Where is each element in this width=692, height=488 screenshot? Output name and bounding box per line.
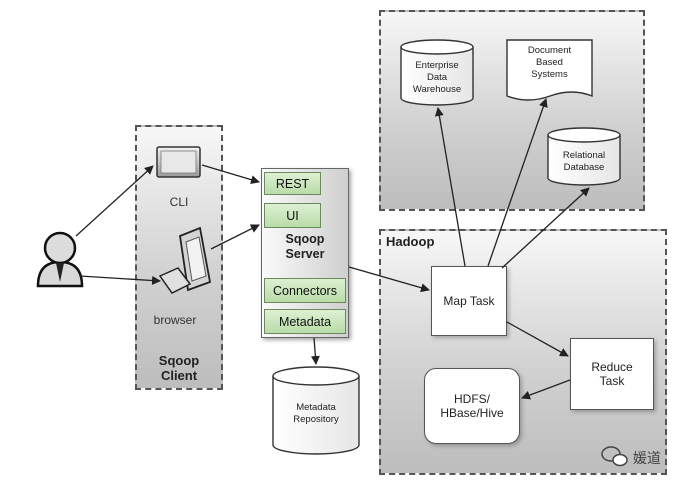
user-icon: [36, 231, 84, 288]
metadata-repository-cylinder: [272, 366, 360, 455]
document-systems-shape: [506, 39, 593, 101]
arrow-reduce-to-hdfs: [521, 379, 571, 400]
sqoop-client-label: Sqoop Client: [135, 353, 223, 383]
reduce-task-line1: Reduce: [591, 360, 633, 374]
edw-label-line3: Warehouse: [412, 84, 462, 95]
watermark-text: 媛道: [633, 450, 661, 466]
sqoop-server-title-line2: Server: [285, 247, 325, 261]
hadoop-panel-label: Hadoop: [386, 234, 435, 249]
arrow-map-to-docs: [487, 98, 548, 267]
sqoop-server-title-line1: Sqoop: [285, 232, 325, 246]
arrow-cli-to-rest: [201, 164, 260, 185]
hdfs-box: HDFS/ HBase/Hive: [424, 368, 520, 444]
ui-component: UI: [264, 203, 321, 228]
sqoop-client-label-line2: Client: [160, 368, 198, 383]
browser-computer-icon: [158, 226, 212, 294]
arrow-user-to-cli: [75, 165, 154, 237]
doc-label-line1: Document: [527, 45, 572, 56]
map-task-box: Map Task: [431, 266, 507, 336]
doc-label-line3: Systems: [531, 69, 568, 80]
edw-label: Enterprise Data Warehouse: [401, 60, 473, 96]
connectors-component: Connectors: [264, 278, 346, 303]
edw-label-line1: Enterprise: [415, 60, 459, 71]
arrow-browser-to-ui: [210, 224, 260, 250]
browser-label: browser: [153, 313, 197, 327]
connector-arrows: [75, 98, 590, 400]
rest-component: REST: [264, 172, 321, 195]
hdfs-line2: HBase/Hive: [440, 406, 504, 420]
metadata-component: Metadata: [264, 309, 346, 334]
edw-label-line2: Data: [426, 72, 448, 83]
doc-label-line2: Based: [536, 57, 563, 68]
wechat-icon: [601, 446, 628, 467]
arrow-server-to-repository: [310, 337, 320, 365]
arrow-user-to-browser: [79, 275, 161, 285]
rdb-cylinder: [547, 127, 621, 186]
metadata-repository-label: Metadata Repository: [273, 402, 359, 426]
reduce-task-line2: Task: [599, 374, 625, 388]
edw-cylinder: [400, 39, 474, 106]
arrow-server-to-map-task: [348, 266, 430, 293]
rdb-label-line1: Relational: [562, 150, 606, 161]
hdfs-line1: HDFS/: [454, 392, 490, 406]
repo-label-line2: Repository: [293, 414, 339, 425]
repo-label-line1: Metadata: [296, 402, 336, 413]
rdb-label: Relational Database: [548, 150, 620, 174]
arrow-map-to-rdb: [501, 187, 590, 269]
rdb-label-line2: Database: [563, 162, 605, 173]
reduce-task-box: Reduce Task: [570, 338, 654, 410]
arrow-map-to-reduce: [506, 321, 569, 357]
cli-label: CLI: [169, 195, 189, 209]
cli-monitor-icon: [156, 146, 201, 178]
document-systems-label: Document Based Systems: [507, 45, 592, 81]
watermark: 媛道: [633, 448, 661, 468]
arrow-map-to-edw: [434, 107, 466, 267]
sqoop-client-label-line1: Sqoop: [158, 353, 200, 368]
sqoop-server-title: Sqoop Server: [263, 232, 347, 262]
